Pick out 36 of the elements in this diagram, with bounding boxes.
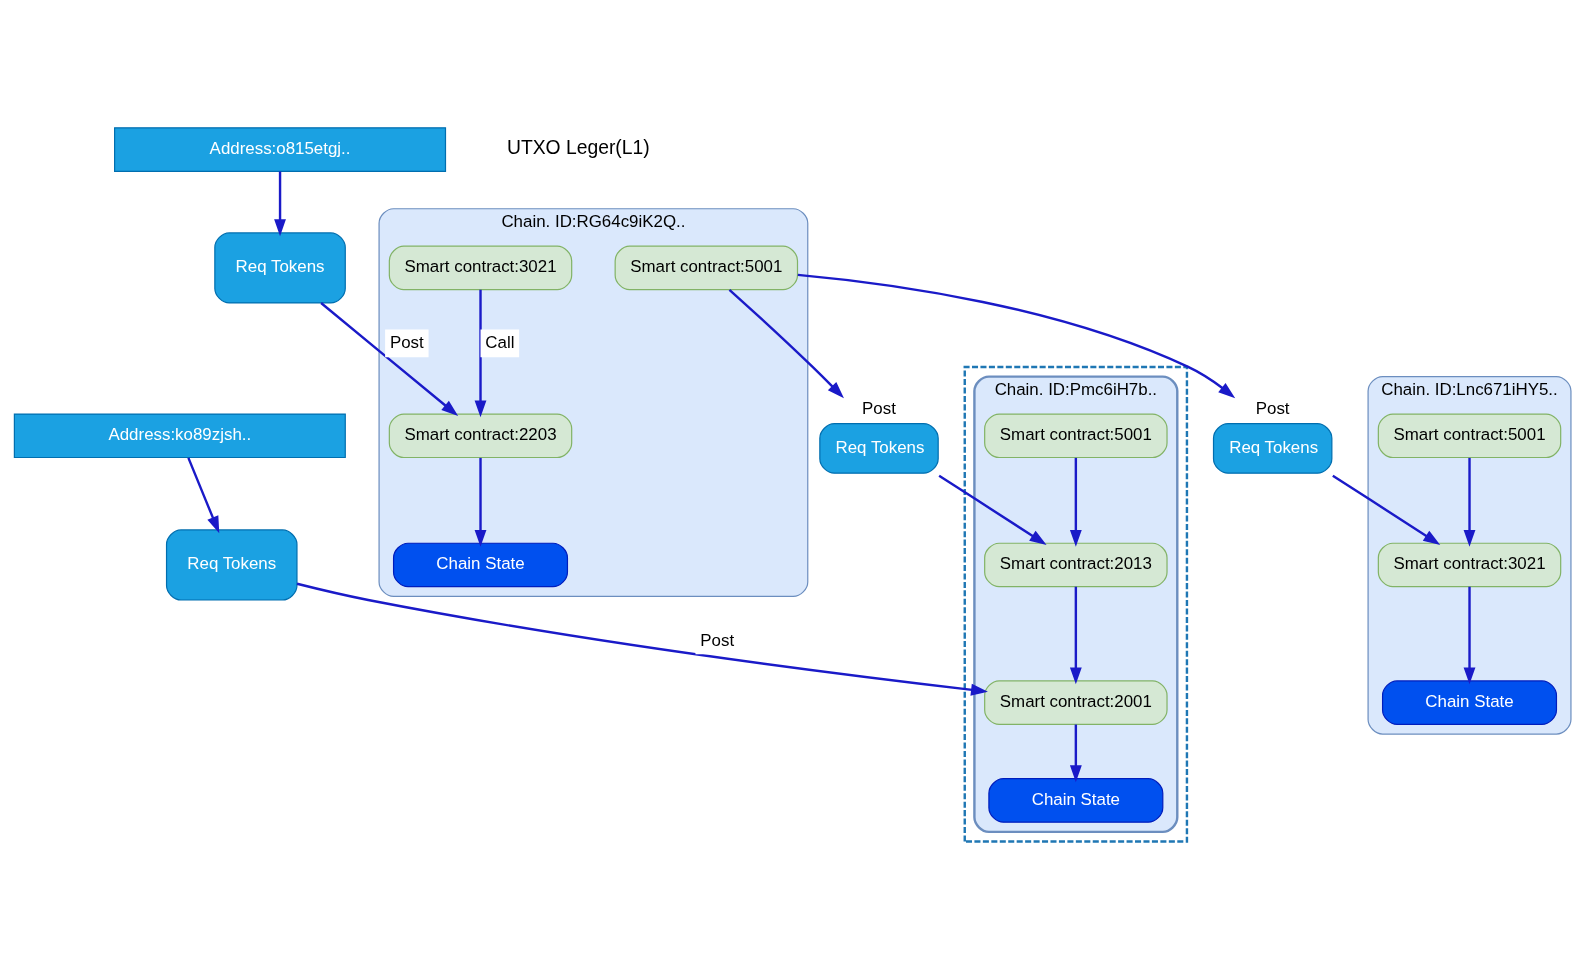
arrow xyxy=(797,273,1235,399)
node-box: Smart contract:2013 xyxy=(983,542,1168,588)
node-box: Address:o815etgj.. xyxy=(113,127,446,172)
node-box: Req Tokens xyxy=(213,232,346,304)
node-box: Smart contract:5001 xyxy=(1377,413,1561,459)
node-box: Smart contract:3021 xyxy=(388,245,572,291)
node-box: Chain State xyxy=(392,542,568,588)
arrow xyxy=(938,474,1047,545)
arrow xyxy=(273,171,286,237)
arrow xyxy=(1069,724,1082,783)
edge-label: Post xyxy=(389,333,424,353)
node-box: Smart contract:5001 xyxy=(983,413,1168,459)
arrow xyxy=(474,289,486,418)
node-box: Smart contract:2203 xyxy=(388,413,572,459)
arrow xyxy=(1463,586,1475,685)
label: UTXO Leger(L1) xyxy=(506,137,650,159)
arrow xyxy=(186,457,219,534)
arrow xyxy=(296,582,988,696)
node-box: Address:ko89zjsh.. xyxy=(13,413,346,459)
arrow xyxy=(319,302,458,417)
node-box: Smart contract:3021 xyxy=(1377,542,1561,588)
node-box: Chain State xyxy=(1381,680,1557,725)
node-box: Req Tokens xyxy=(165,529,298,601)
edge-label: Call xyxy=(484,333,514,353)
arrow xyxy=(728,288,844,399)
arrow xyxy=(1463,457,1475,547)
node-box: Smart contract:2001 xyxy=(983,680,1168,725)
node-label: Post xyxy=(1255,399,1290,419)
arrow xyxy=(1069,457,1082,547)
node-label: Post xyxy=(861,399,896,419)
arrow xyxy=(474,457,486,547)
node-box: Chain State xyxy=(987,778,1163,823)
arrow xyxy=(1331,474,1440,545)
arrow xyxy=(1069,586,1082,685)
node-box: Smart contract:5001 xyxy=(614,245,798,291)
edge-label: Post xyxy=(699,630,734,650)
